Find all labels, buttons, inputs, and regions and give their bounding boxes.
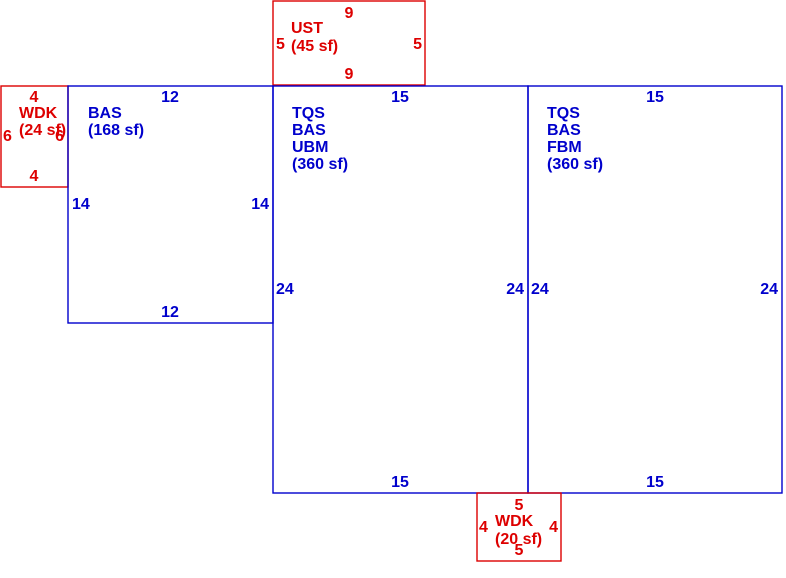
wdk-bottom-label: WDK (495, 513, 534, 530)
wdk-left-dimension-left: 6 (3, 128, 12, 145)
bas-dimension-bottom: 12 (161, 304, 179, 321)
fbm-dimension-left: 24 (531, 281, 549, 298)
bas-dimension-left: 14 (72, 196, 90, 213)
wdk-bottom-dimension-right: 4 (549, 519, 558, 536)
wdk-left-dimension-bottom: 4 (30, 168, 39, 185)
ubm-dimension-right: 24 (506, 281, 524, 298)
fbm-label-bas: BAS (547, 122, 581, 139)
wdk-bottom-dimension-top: 5 (515, 497, 524, 514)
wdk-left-area-value: (24 sf) (19, 122, 66, 139)
ust-label: UST (291, 20, 323, 37)
fbm-area: TQS BAS FBM (360 sf) 15 15 24 24 (527, 85, 783, 494)
wdk-bottom-dimension-left: 4 (479, 519, 488, 536)
wdk-bottom-area-value: (20 sf) (495, 531, 542, 548)
ust-outline (272, 0, 426, 86)
fbm-dimension-right: 24 (760, 281, 778, 298)
fbm-outline (527, 85, 783, 494)
ubm-dimension-left: 24 (276, 281, 294, 298)
fbm-label-tqs: TQS (547, 105, 580, 122)
wdk-left-label: WDK (19, 105, 58, 122)
bas-area: BAS (168 sf) 12 12 14 14 (67, 85, 274, 324)
wdk-left-dimension-top: 4 (30, 89, 39, 106)
wdk-bottom-outline (476, 492, 562, 562)
ubm-label-bas: BAS (292, 122, 326, 139)
wdk-bottom-dimension-bottom: 5 (515, 542, 524, 559)
ust-dimension-top: 9 (345, 5, 354, 22)
ust-dimension-right: 5 (413, 36, 422, 53)
bas-dimension-right: 14 (251, 196, 269, 213)
fbm-dimension-bottom: 15 (646, 474, 664, 491)
ubm-label-ubm: UBM (292, 139, 328, 156)
bas-dimension-top: 12 (161, 89, 179, 106)
bas-label: BAS (88, 105, 122, 122)
ust-dimension-left: 5 (276, 36, 285, 53)
wdk-bottom-area: WDK (20 sf) 5 5 4 4 (476, 492, 562, 562)
fbm-dimension-top: 15 (646, 89, 664, 106)
ubm-label-tqs: TQS (292, 105, 325, 122)
wdk-left-area: WDK (24 sf) 4 4 6 6 (0, 85, 69, 188)
wdk-left-dimension-right: 6 (55, 128, 64, 145)
ust-dimension-bottom: 9 (345, 66, 354, 83)
ubm-area-value: (360 sf) (292, 156, 348, 173)
ubm-dimension-top: 15 (391, 89, 409, 106)
ubm-area: TQS BAS UBM (360 sf) 15 15 24 24 (272, 85, 529, 494)
fbm-label-fbm: FBM (547, 139, 582, 156)
ust-area: UST (45 sf) 9 9 5 5 (272, 0, 426, 86)
ust-area-value: (45 sf) (291, 38, 338, 55)
bas-area-value: (168 sf) (88, 122, 144, 139)
fbm-area-value: (360 sf) (547, 156, 603, 173)
ubm-dimension-bottom: 15 (391, 474, 409, 491)
